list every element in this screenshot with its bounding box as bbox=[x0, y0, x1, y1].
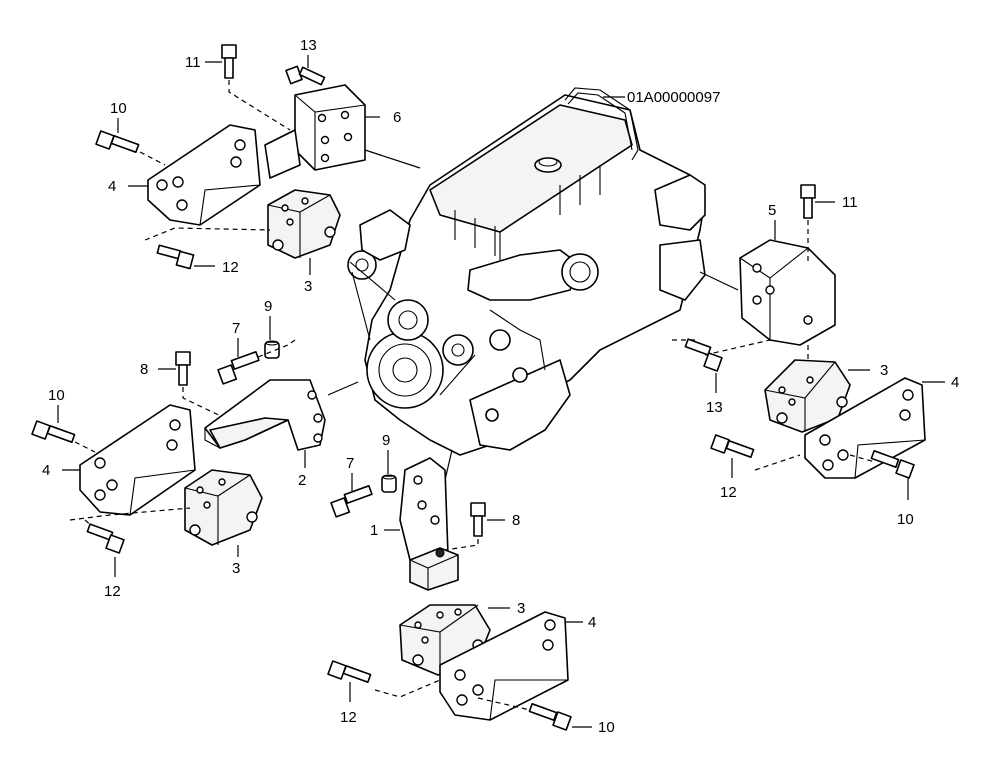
bolt-12-middle-left bbox=[86, 523, 125, 554]
callout-3b: 3 bbox=[232, 560, 240, 577]
bottom-group: 3 4 12 10 bbox=[327, 600, 615, 736]
callout-5: 5 bbox=[768, 202, 776, 219]
callout-7: 7 bbox=[232, 320, 240, 337]
callout-8: 8 bbox=[140, 361, 148, 378]
reference-code: 01A00000097 bbox=[627, 89, 720, 106]
bolt-11-upper-left bbox=[221, 44, 237, 79]
bolt-13-upper-left bbox=[285, 65, 326, 86]
middle-left-group: 7 9 8 2 10 bbox=[31, 298, 326, 600]
callout-12d: 12 bbox=[340, 709, 357, 726]
callout-3r: 3 bbox=[880, 362, 888, 379]
callout-9: 9 bbox=[264, 298, 272, 315]
spacer-9-middle-left bbox=[264, 340, 280, 359]
bolt-10-upper-left bbox=[95, 130, 140, 154]
bolt-11-right bbox=[800, 184, 816, 219]
bracket-4-bottom bbox=[439, 611, 569, 721]
callout-4d: 4 bbox=[588, 614, 596, 631]
support-plate-6 bbox=[294, 84, 366, 171]
callout-13: 13 bbox=[300, 37, 317, 54]
bolt-7-middle-left bbox=[217, 350, 260, 385]
callout-4b: 4 bbox=[42, 462, 50, 479]
callout-12: 12 bbox=[222, 259, 239, 276]
upper-left-group: 11 13 6 10 4 3 bbox=[95, 37, 401, 295]
engine-assembly bbox=[347, 87, 706, 456]
callout-12r: 12 bbox=[720, 484, 737, 501]
bolt-12-upper-left bbox=[156, 244, 195, 270]
bolt-7-center bbox=[330, 484, 373, 518]
right-group: 5 11 13 3 4 bbox=[672, 184, 959, 528]
callout-10b: 10 bbox=[48, 387, 65, 404]
callout-12b: 12 bbox=[104, 583, 121, 600]
callout-4: 4 bbox=[108, 178, 116, 195]
callout-3: 3 bbox=[304, 278, 312, 295]
bolt-12-bottom bbox=[327, 660, 372, 684]
callout-11r: 11 bbox=[842, 194, 858, 211]
bolt-10-right bbox=[870, 449, 915, 479]
callout-9c: 9 bbox=[382, 432, 390, 449]
bolt-8-middle-left bbox=[175, 351, 191, 386]
bolt-12-right bbox=[710, 434, 755, 459]
support-plate-5 bbox=[739, 239, 836, 346]
callout-3d: 3 bbox=[517, 600, 525, 617]
callout-6: 6 bbox=[393, 109, 401, 126]
bolt-10-bottom bbox=[528, 702, 572, 731]
bolt-13-right bbox=[684, 338, 723, 372]
bolt-8-center bbox=[470, 502, 486, 537]
callout-2: 2 bbox=[298, 472, 306, 489]
callout-10: 10 bbox=[110, 100, 127, 117]
callout-4r: 4 bbox=[951, 374, 959, 391]
callout-13r: 13 bbox=[706, 399, 723, 416]
callout-1: 1 bbox=[370, 522, 378, 539]
callout-10d: 10 bbox=[598, 719, 615, 736]
callout-8c: 8 bbox=[512, 512, 520, 529]
callout-7c: 7 bbox=[346, 455, 354, 472]
bracket-4-upper-left bbox=[147, 124, 261, 226]
callout-10r: 10 bbox=[897, 511, 914, 528]
bolt-10-middle-left bbox=[31, 420, 76, 444]
center-group: 9 7 1 8 bbox=[330, 432, 520, 591]
spacer-9-center bbox=[381, 474, 397, 493]
callout-11: 11 bbox=[185, 54, 201, 71]
